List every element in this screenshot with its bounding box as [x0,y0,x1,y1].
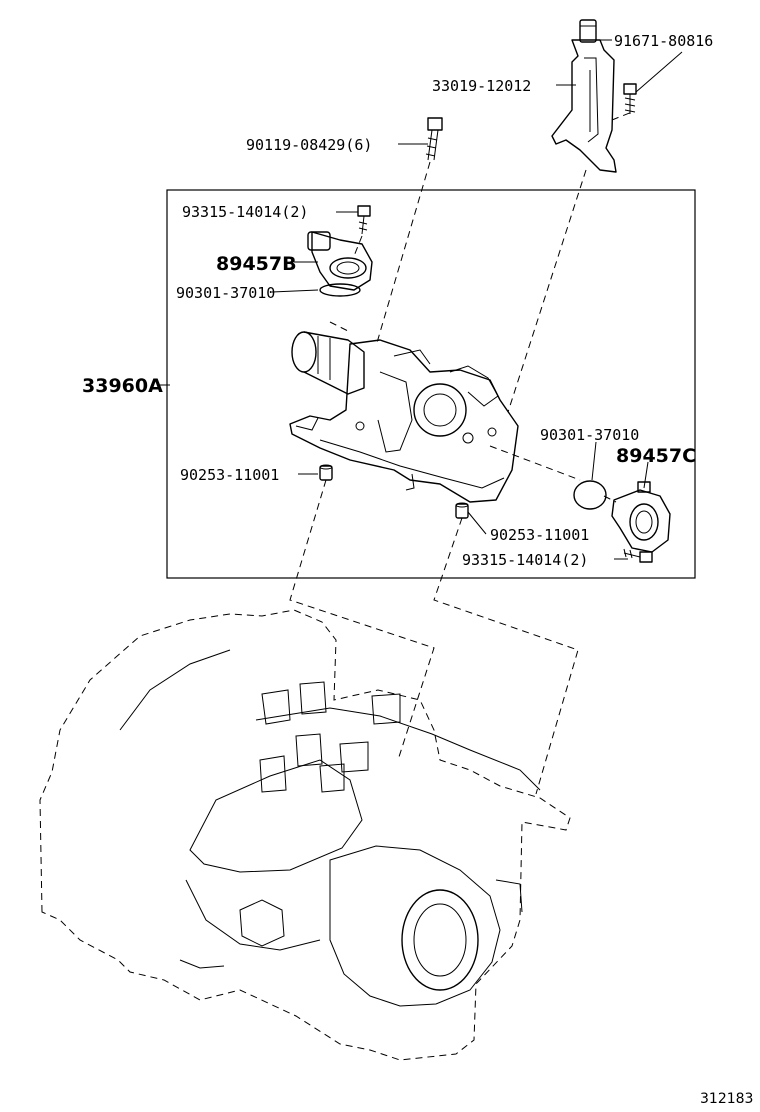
label-90301-37010-top: 90301-37010 [176,284,275,302]
collar-90253-left [319,464,333,481]
o-ring-90301-top [319,283,361,297]
figure-number: 312183 [700,1091,753,1107]
label-93315-14014-bottom: 93315-14014(2) [462,551,588,569]
label-90301-37010-right: 90301-37010 [540,426,639,444]
transaxle-housing [39,609,571,1061]
actuator-assembly-33960A [289,331,519,503]
label-90253-11001-left: 90253-11001 [180,466,279,484]
bolt-90119 [425,117,443,161]
label-89457C: 89457C [616,445,696,467]
label-91671-80816: 91671-80816 [614,32,713,50]
label-33019-12012: 33019-12012 [432,77,531,95]
bracket-33019 [551,19,617,173]
collar-90253-right [455,502,469,519]
label-90119-08429: 90119-08429(6) [246,136,372,154]
bolt-93315-bottom [623,548,653,563]
bolt-91671 [623,83,637,114]
assembly-frame [166,189,696,579]
o-ring-90301-right [573,480,607,510]
label-89457B: 89457B [216,253,297,275]
sensor-89457B [307,231,373,291]
label-93315-14014-top: 93315-14014(2) [182,203,308,221]
label-33960A: 33960A [82,375,163,397]
bolt-93315-top [357,205,371,235]
sensor-89457C [611,481,671,553]
label-90253-11001-right: 90253-11001 [490,526,589,544]
dashed-assembly-lines [289,111,633,795]
leader-lines [158,39,683,560]
